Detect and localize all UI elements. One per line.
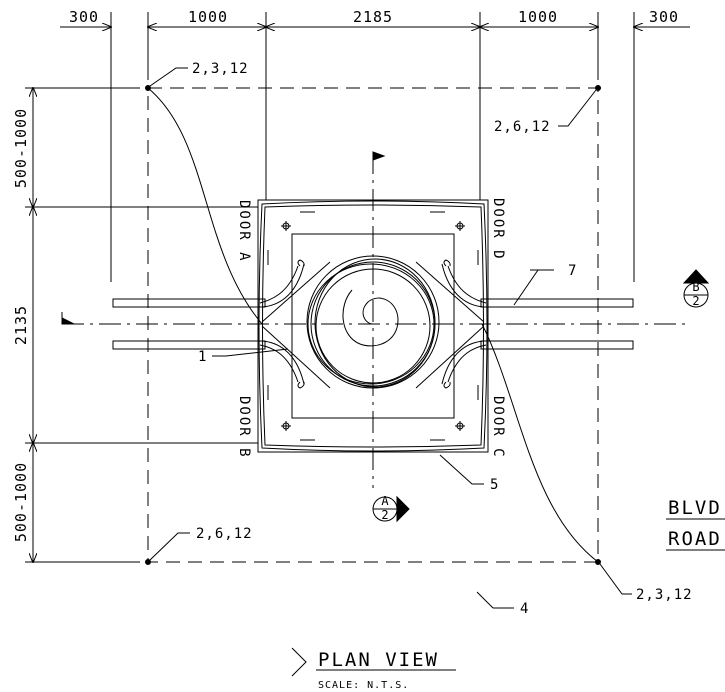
- door-swing-arc-left: [147, 87, 263, 325]
- corner-node-top-right: [595, 85, 601, 91]
- dim-top-300-left: 300: [69, 8, 99, 26]
- dim-left-2135: 2135: [12, 305, 30, 345]
- street-upper-label: BLVD: [668, 497, 722, 519]
- dim-top-300-right: 300: [649, 8, 679, 26]
- section-a-sheet: 2: [381, 508, 388, 522]
- door-d-label: DOOR D: [490, 198, 506, 261]
- section-a-letter: A: [381, 494, 389, 508]
- dim-top-2185: 2185: [353, 8, 393, 26]
- section-b-letter: B: [692, 280, 699, 294]
- cable-sweeps: [259, 259, 487, 389]
- dim-left-upper: 500-1000: [12, 108, 30, 188]
- section-bubble-b: [682, 269, 710, 308]
- dim-top-1000-right: 1000: [518, 8, 558, 26]
- callout-1: 1: [198, 349, 207, 365]
- callout-top-left: 2,3,12: [192, 61, 249, 77]
- plan-view-title: PLAN VIEW: [318, 649, 439, 671]
- door-swing-arc-right: [481, 323, 599, 563]
- coiled-cable-reel: [306, 255, 440, 389]
- corner-node-bottom-left: [145, 559, 151, 565]
- callout-top-right: 2,6,12: [494, 119, 551, 135]
- section-bubble-a: [372, 495, 410, 523]
- anchor-bolt-markers: [281, 221, 465, 431]
- dim-left-lower: 500-1000: [12, 462, 30, 542]
- callout-bottom-right: 2,3,12: [636, 587, 693, 603]
- leader-lines: [149, 67, 632, 609]
- door-c-label: DOOR C: [490, 396, 506, 459]
- street-lower-label: ROAD: [668, 528, 722, 550]
- callout-7: 7: [568, 263, 577, 279]
- section-cut-flag-left: [61, 312, 75, 325]
- door-a-label: DOOR A: [236, 200, 252, 263]
- callout-bottom-left: 2,6,12: [196, 526, 253, 542]
- plan-view-scale: SCALE: N.T.S.: [318, 680, 409, 691]
- site-boundary-dashed: [147, 87, 599, 563]
- left-dimension-chain: [25, 88, 258, 562]
- callout-5: 5: [490, 477, 499, 493]
- section-b-sheet: 2: [692, 294, 699, 308]
- conduit-stubs: [112, 298, 634, 350]
- section-cut-flag-top: [372, 151, 386, 166]
- dim-top-1000-left: 1000: [188, 8, 228, 26]
- callout-4: 4: [520, 601, 529, 617]
- cabinet-structure: [257, 199, 489, 453]
- top-dimension-chain: [60, 12, 690, 282]
- door-b-label: DOOR B: [236, 396, 252, 459]
- title-marker: [291, 647, 456, 677]
